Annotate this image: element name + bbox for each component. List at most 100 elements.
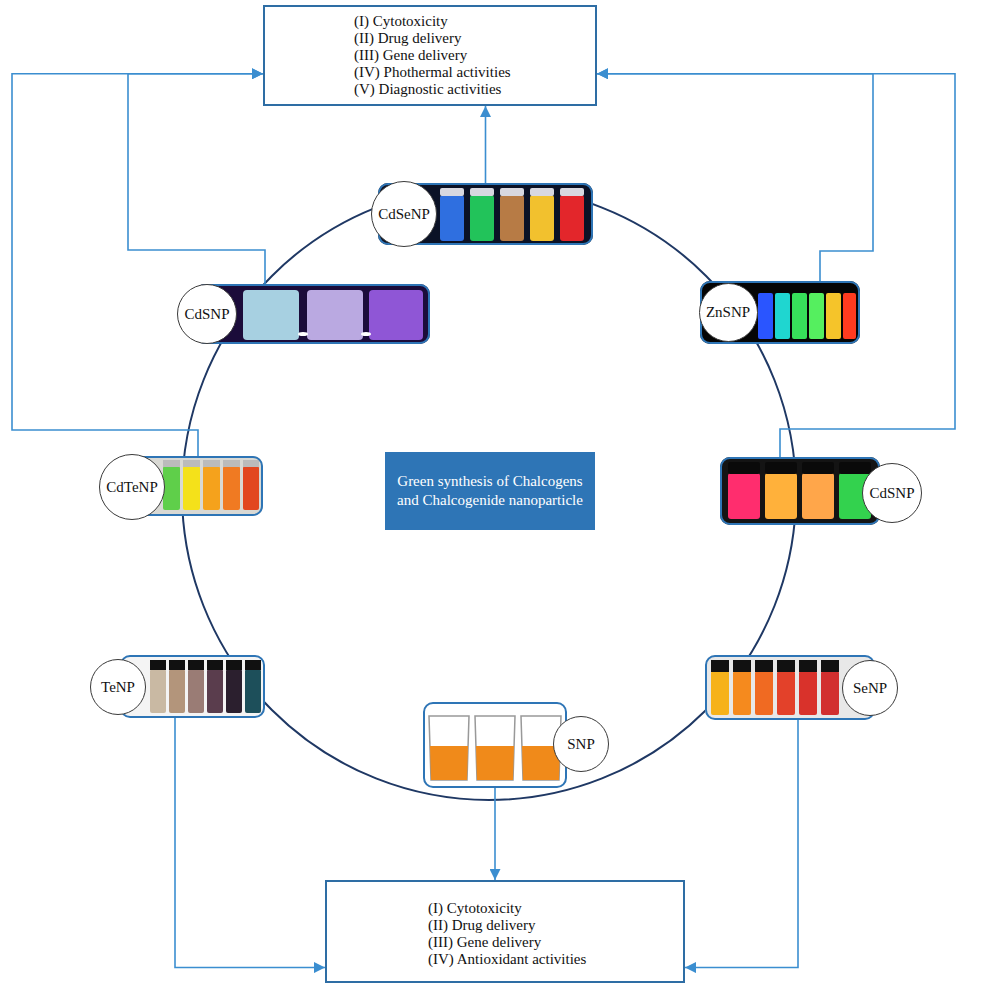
cdse-photo xyxy=(470,188,494,196)
nanoparticle-panel: SeNP xyxy=(705,655,875,720)
cds-photo xyxy=(802,462,834,474)
cds-photo xyxy=(361,332,371,336)
connector-arrow xyxy=(597,74,873,281)
nanoparticle-panel: CdSNP xyxy=(195,284,430,344)
cdte-photo xyxy=(183,466,200,510)
te-photo xyxy=(169,660,185,670)
se-photo xyxy=(777,660,795,672)
cdse-photo xyxy=(440,195,464,241)
connector-arrow xyxy=(494,788,496,880)
s-photo xyxy=(429,716,469,780)
zns-photo xyxy=(792,293,807,339)
zns-photo xyxy=(809,293,824,339)
connector-arrow xyxy=(12,74,263,456)
te-photo xyxy=(169,669,185,713)
se-photo xyxy=(755,660,773,672)
se-photo xyxy=(733,671,751,715)
zns-photo xyxy=(826,293,841,339)
application-box: (I) Cytotoxicity(II) Drug delivery(III) … xyxy=(325,880,685,983)
list-item: (I) Cytotoxicity xyxy=(428,900,522,917)
se-photo xyxy=(821,660,839,672)
node-label: CdSeNP xyxy=(378,206,430,223)
zns-photo xyxy=(775,293,790,339)
label-circle: CdSNP xyxy=(862,463,922,523)
cdse-photo xyxy=(560,195,584,241)
list-item: (III) Gene delivery xyxy=(428,934,541,951)
application-box: (I) Cytotoxicity(II) Drug delivery(III) … xyxy=(263,5,597,106)
te-photo xyxy=(226,669,242,713)
nanoparticle-panel: ZnSNP xyxy=(700,281,860,344)
synthesis-ring xyxy=(182,186,796,800)
label-circle: CdTeNP xyxy=(99,454,165,520)
te-photo xyxy=(207,660,223,670)
nanoparticle-panel: CdSNP xyxy=(720,457,880,525)
cds-photo xyxy=(243,290,299,340)
list-item: (IV) Antioxidant activities xyxy=(428,951,586,968)
cdte-photo xyxy=(243,466,259,510)
cdte-photo xyxy=(223,466,240,510)
cdse-photo xyxy=(440,188,464,196)
cds-photo xyxy=(765,473,797,519)
nanoparticle-panel: SNP xyxy=(423,702,567,788)
label-circle: SNP xyxy=(553,716,609,772)
cds-photo xyxy=(839,462,871,474)
s-photo xyxy=(430,746,468,780)
label-circle: CdSNP xyxy=(177,284,237,344)
list-item: (IV) Phothermal activities xyxy=(354,64,511,81)
cdse-photo xyxy=(500,195,524,241)
se-photo xyxy=(799,660,817,672)
cdte-photo xyxy=(183,460,200,467)
node-label: Green synthesis of Chalcogens and Chalco… xyxy=(397,472,583,510)
cds-photo xyxy=(728,473,760,519)
cdse-photo xyxy=(530,195,554,241)
cds-photo xyxy=(720,457,880,525)
te-photo xyxy=(188,660,204,670)
cdse-photo xyxy=(560,188,584,196)
cds-photo xyxy=(720,457,880,525)
cds-photo xyxy=(802,473,834,519)
cdse-photo xyxy=(470,195,494,241)
cds-photo xyxy=(728,462,760,474)
se-photo xyxy=(711,660,729,672)
te-photo xyxy=(188,669,204,713)
zns-photo xyxy=(843,293,856,339)
node-label: CdSNP xyxy=(184,306,229,323)
se-photo xyxy=(821,671,839,715)
te-photo xyxy=(245,669,261,713)
se-photo xyxy=(799,671,817,715)
cdte-photo xyxy=(163,460,180,467)
cds-photo xyxy=(765,462,797,474)
node-label: TeNP xyxy=(101,679,135,696)
connector-arrow xyxy=(685,720,798,968)
node-label: SNP xyxy=(567,736,595,753)
cds-photo xyxy=(307,290,363,340)
node-label: ZnSNP xyxy=(706,304,750,321)
s-photo xyxy=(423,702,567,788)
te-photo xyxy=(150,669,166,713)
s-photo xyxy=(475,716,515,780)
connector-arrow xyxy=(597,74,955,457)
cdte-photo xyxy=(203,460,220,467)
cdte-photo xyxy=(243,460,259,467)
zns-photo xyxy=(758,293,773,339)
label-circle: CdSeNP xyxy=(371,181,437,247)
cdse-photo xyxy=(500,188,524,196)
cdte-photo xyxy=(203,466,220,510)
cdte-photo xyxy=(223,460,240,467)
label-circle: ZnSNP xyxy=(699,283,758,342)
se-photo xyxy=(755,671,773,715)
connector-arrow xyxy=(175,718,325,968)
node-label: SeNP xyxy=(853,680,887,697)
list-item: (V) Diagnostic activities xyxy=(354,81,501,98)
cdte-photo xyxy=(163,466,180,510)
cds-photo xyxy=(298,332,308,336)
te-photo xyxy=(150,660,166,670)
nanoparticle-panel: TeNP xyxy=(120,655,265,718)
node-label: CdSNP xyxy=(869,485,914,502)
nanoparticle-panel: CdSeNP xyxy=(378,183,593,245)
nanoparticle-panel: CdTeNP xyxy=(118,456,263,516)
s-photo xyxy=(423,702,567,788)
synthesis-box: Green synthesis of Chalcogens and Chalco… xyxy=(385,452,595,530)
label-circle: TeNP xyxy=(90,659,146,715)
